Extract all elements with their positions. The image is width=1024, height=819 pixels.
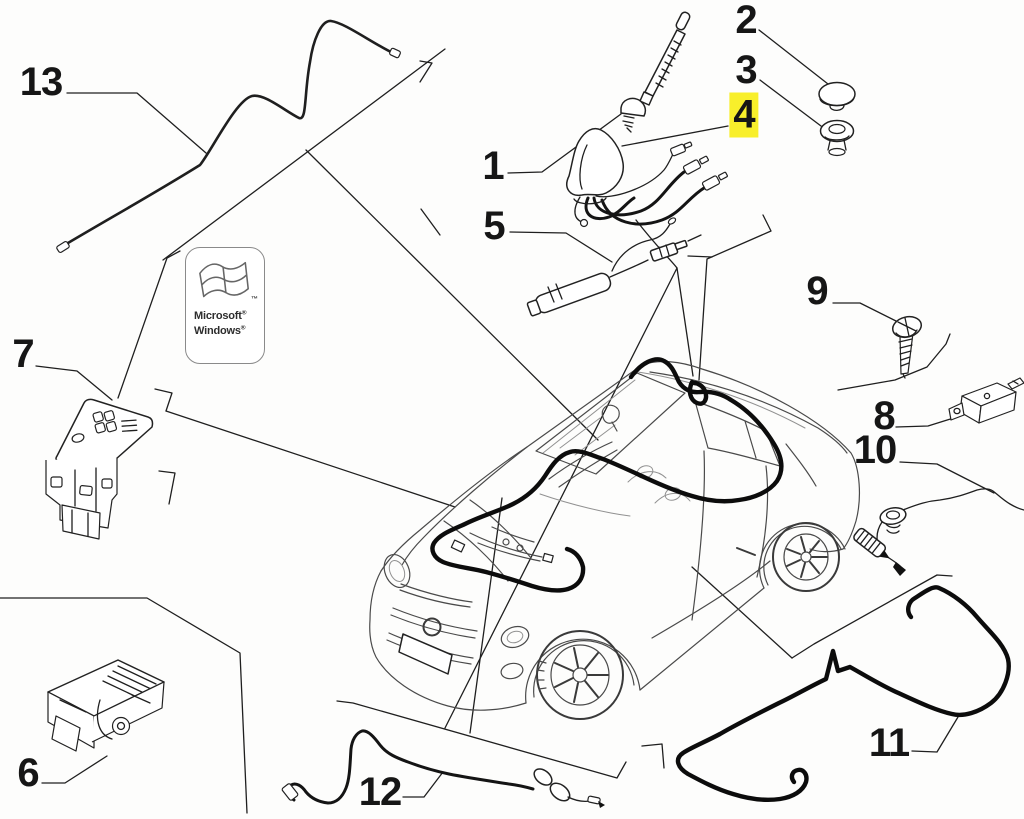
leader-line-8	[895, 415, 961, 428]
roof-antenna-cable	[853, 488, 1024, 576]
leader-line-4	[621, 125, 729, 147]
part-label-12[interactable]: 12	[358, 770, 402, 814]
part-label-3[interactable]: 3	[735, 48, 757, 92]
leader-line-11	[911, 716, 959, 753]
part-label-13[interactable]: 13	[19, 60, 63, 104]
part-label-10[interactable]: 10	[853, 428, 897, 472]
leader-lines	[35, 29, 995, 798]
part-label-2[interactable]: 2	[735, 0, 757, 42]
callout-frame-lines	[0, 48, 953, 814]
antenna-mast	[620, 11, 691, 133]
leader-line-13	[66, 92, 207, 154]
leader-line-12	[402, 771, 444, 798]
screw	[891, 315, 923, 379]
part-label-5[interactable]: 5	[483, 204, 505, 248]
part-label-7[interactable]: 7	[12, 332, 34, 376]
part-label-1[interactable]: 1	[482, 144, 504, 188]
car-wiring-harness	[430, 357, 784, 593]
part-label-8[interactable]: 8	[873, 394, 895, 438]
antenna-module	[948, 377, 1024, 424]
part-label-6[interactable]: 6	[17, 751, 39, 795]
leader-line-6	[41, 755, 108, 784]
leader-line-5	[509, 231, 613, 263]
badge-brand-text: Microsoft®	[194, 309, 247, 322]
leader-line-7	[35, 365, 113, 401]
media-switch	[45, 398, 154, 540]
antenna-amplifier-cable	[526, 217, 702, 317]
part-label-9[interactable]: 9	[806, 269, 828, 313]
part-label-4[interactable]: 4	[729, 92, 759, 138]
windows-flag-icon: ™	[196, 255, 258, 309]
part-13-aerial-cable	[56, 19, 401, 253]
grommet	[819, 119, 855, 157]
microsoft-windows-badge: ™ Microsoft® Windows®	[185, 247, 265, 364]
front-harness-cable	[281, 729, 605, 808]
rear-harness-cable	[675, 585, 1011, 802]
car-illustration	[369, 357, 860, 720]
part-label-11[interactable]: 11	[868, 721, 910, 765]
leader-line-badge	[117, 250, 181, 399]
leader-line-2	[758, 29, 829, 85]
badge-product-text: Windows®	[194, 324, 246, 337]
connector-bracket	[47, 659, 165, 752]
leader-line-9	[832, 302, 897, 322]
antenna-base-assembly	[566, 127, 728, 228]
leader-line-3	[759, 79, 822, 127]
roof-grommet-cap	[818, 81, 856, 112]
flag-trademark: ™	[251, 296, 258, 303]
leader-line-10	[899, 461, 995, 494]
